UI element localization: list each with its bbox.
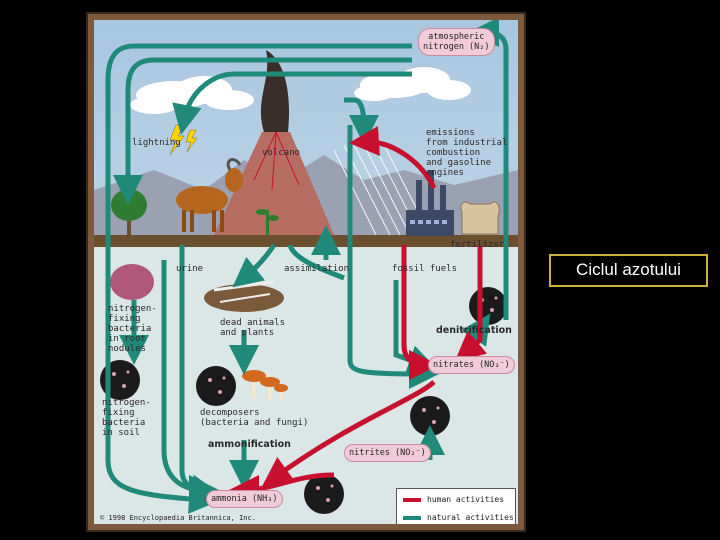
root-bacteria-label: nitrogen- fixing bacteria in root nodule… bbox=[108, 304, 157, 354]
urine-label: urine bbox=[176, 264, 204, 274]
atmospheric-nitrogen-label: atmospheric nitrogen (N₂) bbox=[418, 28, 495, 56]
legend-label-human: human activities bbox=[427, 495, 505, 504]
slide-title-box: Ciclul azotului bbox=[549, 254, 708, 287]
legend-swatch-human bbox=[403, 498, 421, 502]
slide-title: Ciclul azotului bbox=[576, 260, 681, 279]
ammonification-label: ammonification bbox=[208, 439, 291, 450]
volcano-smoke bbox=[260, 50, 290, 132]
ammonia-label: ammonia (NH₃) bbox=[206, 490, 283, 508]
decomposers-label: decomposers (bacteria and fungi) bbox=[200, 408, 309, 428]
fertilizer-label: fertilizer bbox=[450, 240, 505, 250]
volcano-label: volcano bbox=[262, 148, 300, 158]
goat bbox=[176, 158, 243, 232]
root-nodule-cluster bbox=[110, 264, 154, 300]
legend: human activities natural activities bbox=[396, 488, 516, 524]
plant bbox=[256, 209, 279, 235]
lava-streaks bbox=[253, 131, 300, 191]
dead-animals-label: dead animals and plants bbox=[220, 318, 286, 338]
lightning-label: lightning bbox=[132, 138, 181, 148]
diagram-artwork bbox=[94, 20, 518, 524]
nitrites-label: nitrites (NO₂⁻) bbox=[344, 444, 431, 462]
human-arrows bbox=[229, 126, 488, 505]
soil-bacteria-label: nitrogen- fixing bacteria in soil bbox=[102, 398, 151, 438]
nitrates-label: nitrates (NO₃⁻) bbox=[428, 356, 515, 374]
assimilation-label: assimilation bbox=[284, 264, 350, 274]
soil-area bbox=[94, 247, 518, 524]
fossil-fuels-label: fossil fuels bbox=[392, 264, 458, 274]
cloud-left bbox=[130, 76, 254, 114]
fertilizer-bag bbox=[460, 201, 500, 235]
copyright: © 1998 Encyclopaedia Britannica, Inc. bbox=[100, 514, 256, 522]
ground-strip bbox=[94, 235, 518, 247]
factory bbox=[406, 170, 454, 236]
mushrooms bbox=[242, 370, 288, 400]
nitrogen-cycle-diagram: atmospheric nitrogen (N₂) lightning volc… bbox=[94, 20, 518, 524]
denitrification-label: denitrification bbox=[436, 325, 512, 336]
legend-label-natural: natural activities bbox=[427, 513, 514, 522]
legend-swatch-natural bbox=[403, 516, 421, 520]
emissions-label: emissions from industrial combustion and… bbox=[426, 128, 508, 178]
volcano-shape bbox=[214, 132, 334, 235]
diagram-frame: atmospheric nitrogen (N₂) lightning volc… bbox=[86, 12, 526, 532]
